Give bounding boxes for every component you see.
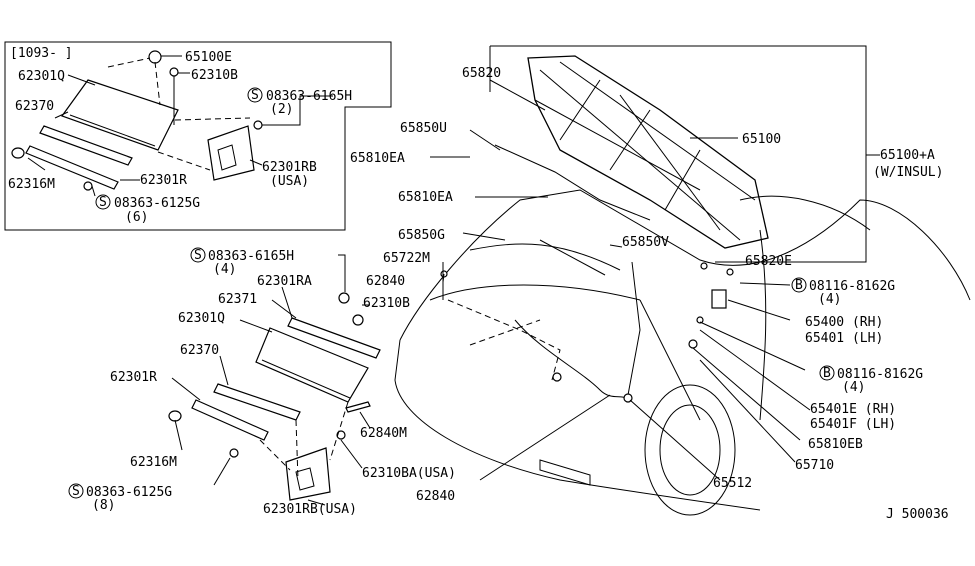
bolt bbox=[696, 316, 704, 324]
bolt bbox=[726, 268, 734, 276]
label-65850G: 65850G bbox=[398, 228, 445, 243]
label-62301RA: 62301RA bbox=[257, 274, 312, 289]
inset-label-62316M: 62316M bbox=[8, 177, 55, 192]
inset-screw-top bbox=[253, 120, 263, 130]
inset-box: [1093- ] 65100E 62301Q 623 bbox=[4, 41, 392, 231]
label-qty-4-bottom: (4) bbox=[842, 380, 865, 395]
label-62370: 62370 bbox=[180, 343, 219, 358]
insulator-group: S 08363-6165H (4) 62301RA 62371 62310B 6… bbox=[68, 247, 456, 517]
screw-symbol-icon bbox=[95, 194, 111, 210]
inset-label-qty-2: (2) bbox=[270, 102, 293, 117]
fastener bbox=[336, 430, 346, 440]
label-qty-4-top: (4) bbox=[818, 292, 841, 307]
hood-seal bbox=[494, 144, 651, 221]
bracket-rb bbox=[285, 447, 331, 501]
fastener bbox=[352, 314, 364, 326]
label-65820E: 65820E bbox=[745, 254, 792, 269]
inset-label-qty-6: (6) bbox=[125, 210, 148, 225]
label-65401: 65401 (LH) bbox=[805, 331, 883, 346]
label-08363-6165H: 08363-6165H bbox=[208, 249, 294, 264]
inset-label-62301R: 62301R bbox=[140, 173, 187, 188]
label-65722M: 65722M bbox=[383, 251, 430, 266]
label-62301R: 62301R bbox=[110, 370, 157, 385]
screw-symbol-icon bbox=[68, 483, 84, 499]
grommet bbox=[338, 292, 350, 304]
label-08116-bottom: 08116-8162G bbox=[837, 367, 923, 382]
screw bbox=[229, 448, 239, 458]
symbol-b-2: B bbox=[823, 366, 831, 381]
inset-screw-bottom bbox=[83, 181, 93, 191]
label-65710: 65710 bbox=[795, 458, 834, 473]
inset-seal-strip-lower bbox=[25, 145, 119, 190]
car-body-outline bbox=[399, 189, 971, 341]
label-w-insul: (W/INSUL) bbox=[873, 165, 943, 180]
label-62301RB-usa: 62301RB(USA) bbox=[263, 502, 357, 517]
label-62316M: 62316M bbox=[130, 455, 177, 470]
hood-prop-rod bbox=[627, 261, 641, 396]
front-wheel bbox=[644, 384, 736, 516]
bumper-rubber bbox=[688, 339, 698, 349]
hood-hinge bbox=[711, 289, 727, 309]
label-65100A: 65100+A bbox=[880, 148, 935, 163]
inset-label-62301RB: 62301RB bbox=[262, 160, 317, 175]
label-qty-8: (8) bbox=[92, 498, 115, 513]
symbol-s-4: S bbox=[72, 484, 80, 499]
bumper-rubber bbox=[700, 262, 708, 270]
label-62310B: 62310B bbox=[363, 296, 410, 311]
inset-label-65100E: 65100E bbox=[185, 50, 232, 65]
label-65810EB: 65810EB bbox=[808, 437, 863, 452]
label-62840-bottom: 62840 bbox=[416, 489, 455, 504]
label-62840-top: 62840 bbox=[366, 274, 405, 289]
bolt-symbol-icon bbox=[819, 365, 835, 381]
inset-insulator-pad bbox=[61, 79, 179, 151]
symbol-s-3: S bbox=[194, 248, 202, 263]
insulator-strip-small bbox=[345, 401, 371, 413]
screw-symbol-icon bbox=[247, 87, 263, 103]
label-qty-4: (4) bbox=[213, 262, 236, 277]
label-62840M: 62840M bbox=[360, 426, 407, 441]
inset-label-62301Q: 62301Q bbox=[18, 69, 65, 84]
clip bbox=[168, 410, 182, 422]
label-65512: 65512 bbox=[713, 476, 752, 491]
inset-label-62370: 62370 bbox=[15, 99, 54, 114]
bolt-symbol-icon bbox=[791, 277, 807, 293]
label-65400: 65400 (RH) bbox=[805, 315, 883, 330]
label-65401F: 65401F (LH) bbox=[810, 417, 896, 432]
label-65810EA-2: 65810EA bbox=[398, 190, 453, 205]
inset-label-08363-6125G: 08363-6125G bbox=[114, 196, 200, 211]
inset-bracket bbox=[207, 125, 255, 181]
inset-seal-strip bbox=[39, 125, 133, 166]
inset-label-62310B: 62310B bbox=[191, 68, 238, 83]
hood-release-cable bbox=[514, 319, 627, 399]
label-65810EA-1: 65810EA bbox=[350, 151, 405, 166]
inset-symbol-s-1: S bbox=[251, 88, 259, 103]
label-65820: 65820 bbox=[462, 66, 501, 81]
inset-fastener bbox=[169, 67, 179, 77]
inset-date-code: [1093- ] bbox=[10, 46, 73, 61]
label-65850V: 65850V bbox=[622, 235, 669, 250]
label-08363-6125G: 08363-6125G bbox=[86, 485, 172, 500]
inset-label-08363-6165H: 08363-6165H bbox=[266, 89, 352, 104]
label-65850U: 65850U bbox=[400, 121, 447, 136]
screw-symbol-icon bbox=[190, 247, 206, 263]
inset-symbol-s-2: S bbox=[99, 195, 107, 210]
label-62301Q: 62301Q bbox=[178, 311, 225, 326]
symbol-b-1: B bbox=[795, 278, 803, 293]
seal-strip-bottom bbox=[191, 399, 269, 441]
inset-grommet bbox=[148, 50, 162, 64]
inset-clip bbox=[11, 147, 25, 159]
bumper-rubber bbox=[552, 372, 562, 382]
label-65401E: 65401E (RH) bbox=[810, 402, 896, 417]
figure-id: J 500036 bbox=[886, 507, 949, 522]
hood-panel bbox=[527, 55, 769, 249]
label-65100: 65100 bbox=[742, 132, 781, 147]
inset-label-usa: (USA) bbox=[270, 174, 309, 189]
label-62371: 62371 bbox=[218, 292, 257, 307]
seal-strip-upper bbox=[287, 317, 381, 359]
label-08116-top: 08116-8162G bbox=[809, 279, 895, 294]
car-assembly: 65820 65850U 65100 65100+A (W/INSUL) 658… bbox=[350, 45, 971, 516]
label-62310BA: 62310BA(USA) bbox=[362, 466, 456, 481]
